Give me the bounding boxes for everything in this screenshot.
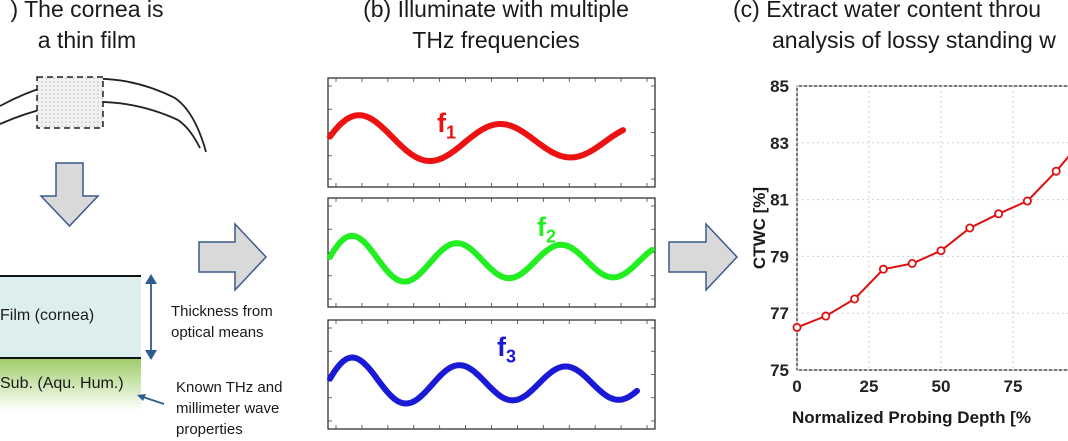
- thickness-arrowhead-top: [145, 274, 157, 284]
- known-note-line2: millimeter wave: [176, 400, 280, 417]
- wave-label-f2-sub: 2: [546, 226, 557, 247]
- wave-curve-2: [327, 232, 655, 285]
- wave-box-2: [327, 197, 656, 308]
- chart-data-point: [994, 209, 1004, 219]
- chart-data-point: [792, 322, 802, 332]
- substrate-layer: [0, 359, 141, 411]
- wave-label-f1-letter: f: [437, 108, 446, 138]
- down-block-arrow: [39, 162, 100, 228]
- panel-c-title-line2: analysis of lossy standing w: [772, 27, 1056, 53]
- panel-a-title: ) The cornea is a thin film: [0, 0, 182, 56]
- thickness-arrowhead-bottom: [145, 350, 157, 360]
- chart-y-tick-label: 83: [770, 134, 789, 153]
- chart-x-tick-label: 50: [932, 377, 951, 396]
- chart-y-tick-label: 77: [770, 304, 789, 323]
- chart-data-point: [1051, 166, 1061, 176]
- right-block-arrow-bc: [668, 222, 739, 292]
- chart-data-point: [821, 311, 831, 321]
- thickness-note-line1: Thickness from: [171, 303, 273, 320]
- right-block-arrow-ab: [198, 222, 268, 292]
- known-note-line3: properties: [176, 421, 243, 438]
- wave-label-f1-sub: 1: [446, 122, 457, 143]
- thickness-note-line2: optical means: [171, 324, 264, 341]
- chart-data-point: [965, 223, 975, 233]
- chart-data-point: [850, 294, 860, 304]
- panel-b-title: (b) Illuminate with multiple THz frequen…: [326, 0, 666, 56]
- substrate-label: Sub. (Aqu. Hum.): [0, 375, 124, 392]
- chart-y-tick-label: 75: [770, 361, 789, 380]
- film-label: Film (cornea): [0, 307, 95, 324]
- zoom-region-box: [36, 76, 104, 129]
- chart-plot-area: [796, 85, 1068, 371]
- known-properties-arrowhead: [137, 394, 146, 401]
- wave-label-f3-sub: 3: [506, 346, 517, 367]
- panel-a-title-line1: ) The cornea is: [10, 0, 164, 22]
- wave-label-f1: f1: [437, 108, 456, 143]
- wave-label-f3: f3: [497, 332, 516, 367]
- panel-c-title: (c) Extract water content throu analysis…: [733, 0, 1068, 56]
- chart-y-tick-label: 81: [770, 191, 789, 210]
- chart-data-point: [878, 264, 888, 274]
- panel-a-title-line2: a thin film: [37, 27, 137, 53]
- wave-label-f2: f2: [537, 212, 556, 247]
- thickness-note: Thickness from optical means: [171, 301, 273, 343]
- chart-x-tick-label: 75: [1004, 377, 1023, 396]
- panel-b-title-line2: THz frequencies: [412, 27, 580, 53]
- chart-y-axis-label: CTWC [%]: [750, 186, 769, 270]
- chart-x-axis-label: Normalized Probing Depth [%: [792, 408, 1031, 427]
- chart-y-tick-label: 85: [770, 77, 789, 96]
- chart-data-point: [936, 246, 946, 256]
- panel-c-title-line1: (c) Extract water content throu: [733, 0, 1042, 22]
- chart-x-tick-label: 0: [792, 377, 801, 396]
- chart-data-point: [907, 258, 917, 268]
- wave-curve-3: [327, 354, 640, 407]
- known-properties-note: Known THz and millimeter wave properties: [176, 377, 282, 440]
- panel-b-title-line1: (b) Illuminate with multiple: [363, 0, 629, 22]
- wave-label-f2-letter: f: [537, 212, 546, 242]
- chart-y-tick-label: 79: [770, 247, 789, 266]
- known-note-line1: Known THz and: [176, 379, 283, 396]
- film-layer: [0, 276, 141, 358]
- chart-data-point: [1022, 196, 1032, 206]
- wave-curve-1: [327, 112, 626, 164]
- chart-x-tick-label: 25: [860, 377, 879, 396]
- wave-label-f3-letter: f: [497, 332, 506, 362]
